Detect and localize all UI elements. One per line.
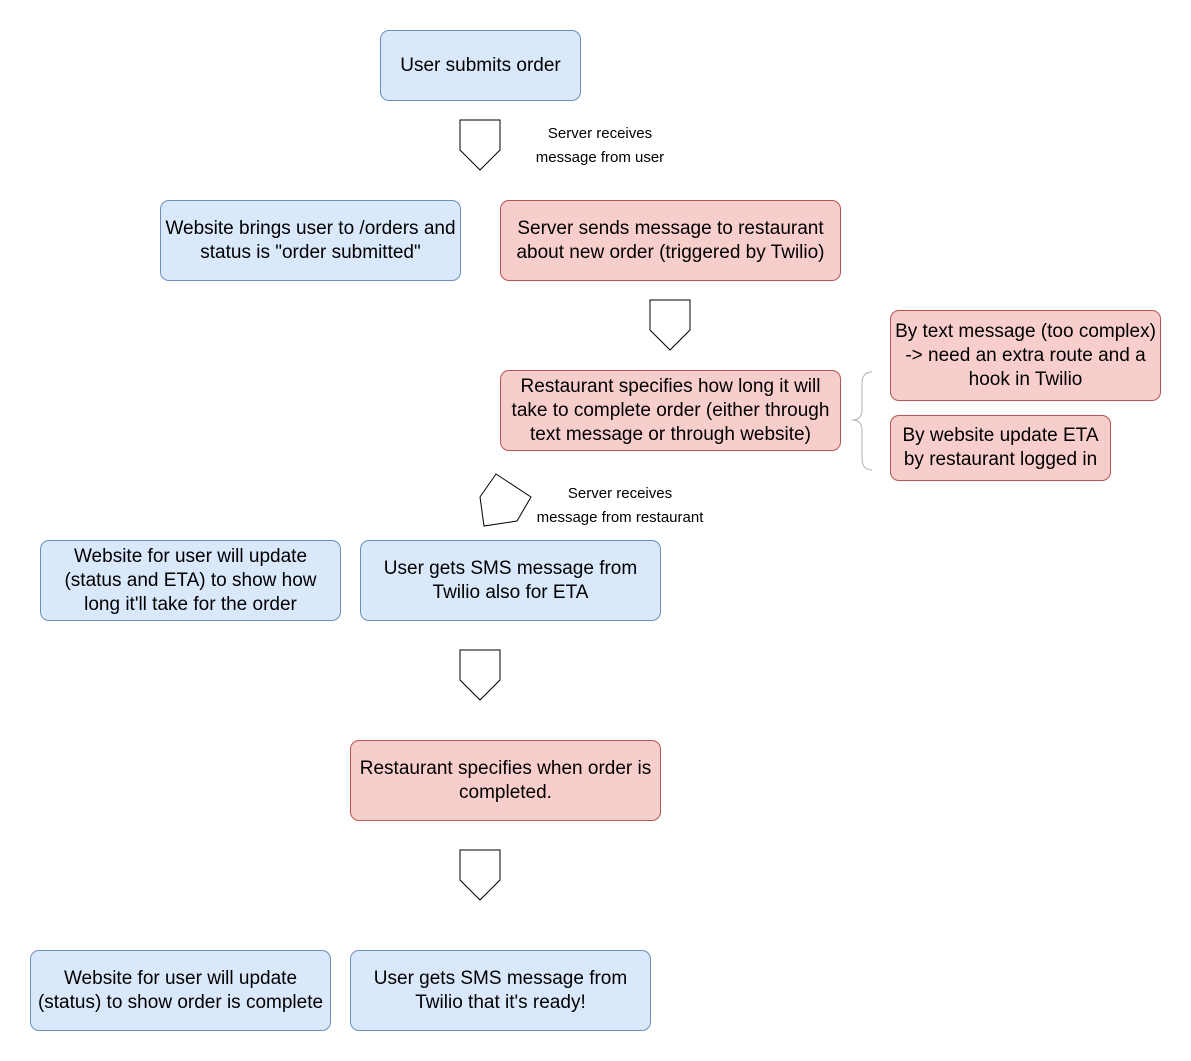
node-label: User gets SMS message from Twilio that i… (373, 967, 628, 1013)
note-line: message from restaurant (536, 509, 704, 526)
down-arrow-1 (459, 119, 501, 171)
node-label: Website for user will update (status) to… (37, 967, 324, 1013)
node-label: By website update ETA by restaurant logg… (902, 425, 1099, 470)
down-arrow-3 (459, 649, 501, 701)
restaurant-completed-node: Restaurant specifies when order is compl… (350, 740, 661, 821)
rotated-arrow (479, 473, 532, 527)
restaurant-specifies-eta-node: Restaurant specifies how long it will ta… (500, 370, 841, 451)
down-arrow-4 (459, 849, 501, 901)
by-text-message-node: By text message (too complex) -> need an… (890, 310, 1161, 401)
curly-brace (851, 371, 873, 471)
sms-ready-node: User gets SMS message from Twilio that i… (350, 950, 651, 1031)
node-label: By text message (too complex) -> need an… (895, 320, 1156, 390)
note-line: message from user (535, 149, 665, 166)
server-receives-restaurant-note: Server receives message from restaurant (520, 482, 720, 530)
down-arrow-2 (649, 299, 691, 351)
node-label: Restaurant specifies how long it will ta… (511, 375, 830, 445)
note-line: Server receives (567, 485, 673, 502)
server-receives-user-note: Server receives message from user (520, 122, 680, 170)
website-orders-node: Website brings user to /orders and statu… (160, 200, 461, 281)
node-label: Server sends message to restaurant about… (516, 217, 825, 263)
user-submits-order-node: User submits order (380, 30, 581, 101)
by-website-node: By website update ETA by restaurant logg… (890, 415, 1111, 481)
server-sends-message-node: Server sends message to restaurant about… (500, 200, 841, 281)
website-eta-update-node: Website for user will update (status and… (40, 540, 341, 621)
sms-eta-node: User gets SMS message from Twilio also f… (360, 540, 661, 621)
node-label: Restaurant specifies when order is compl… (359, 757, 652, 803)
note-line: Server receives (547, 125, 653, 142)
node-label: User submits order (400, 54, 561, 76)
node-label: Website for user will update (status and… (64, 545, 317, 615)
node-label: User gets SMS message from Twilio also f… (383, 557, 638, 603)
node-label: Website brings user to /orders and statu… (165, 217, 456, 263)
website-complete-node: Website for user will update (status) to… (30, 950, 331, 1031)
